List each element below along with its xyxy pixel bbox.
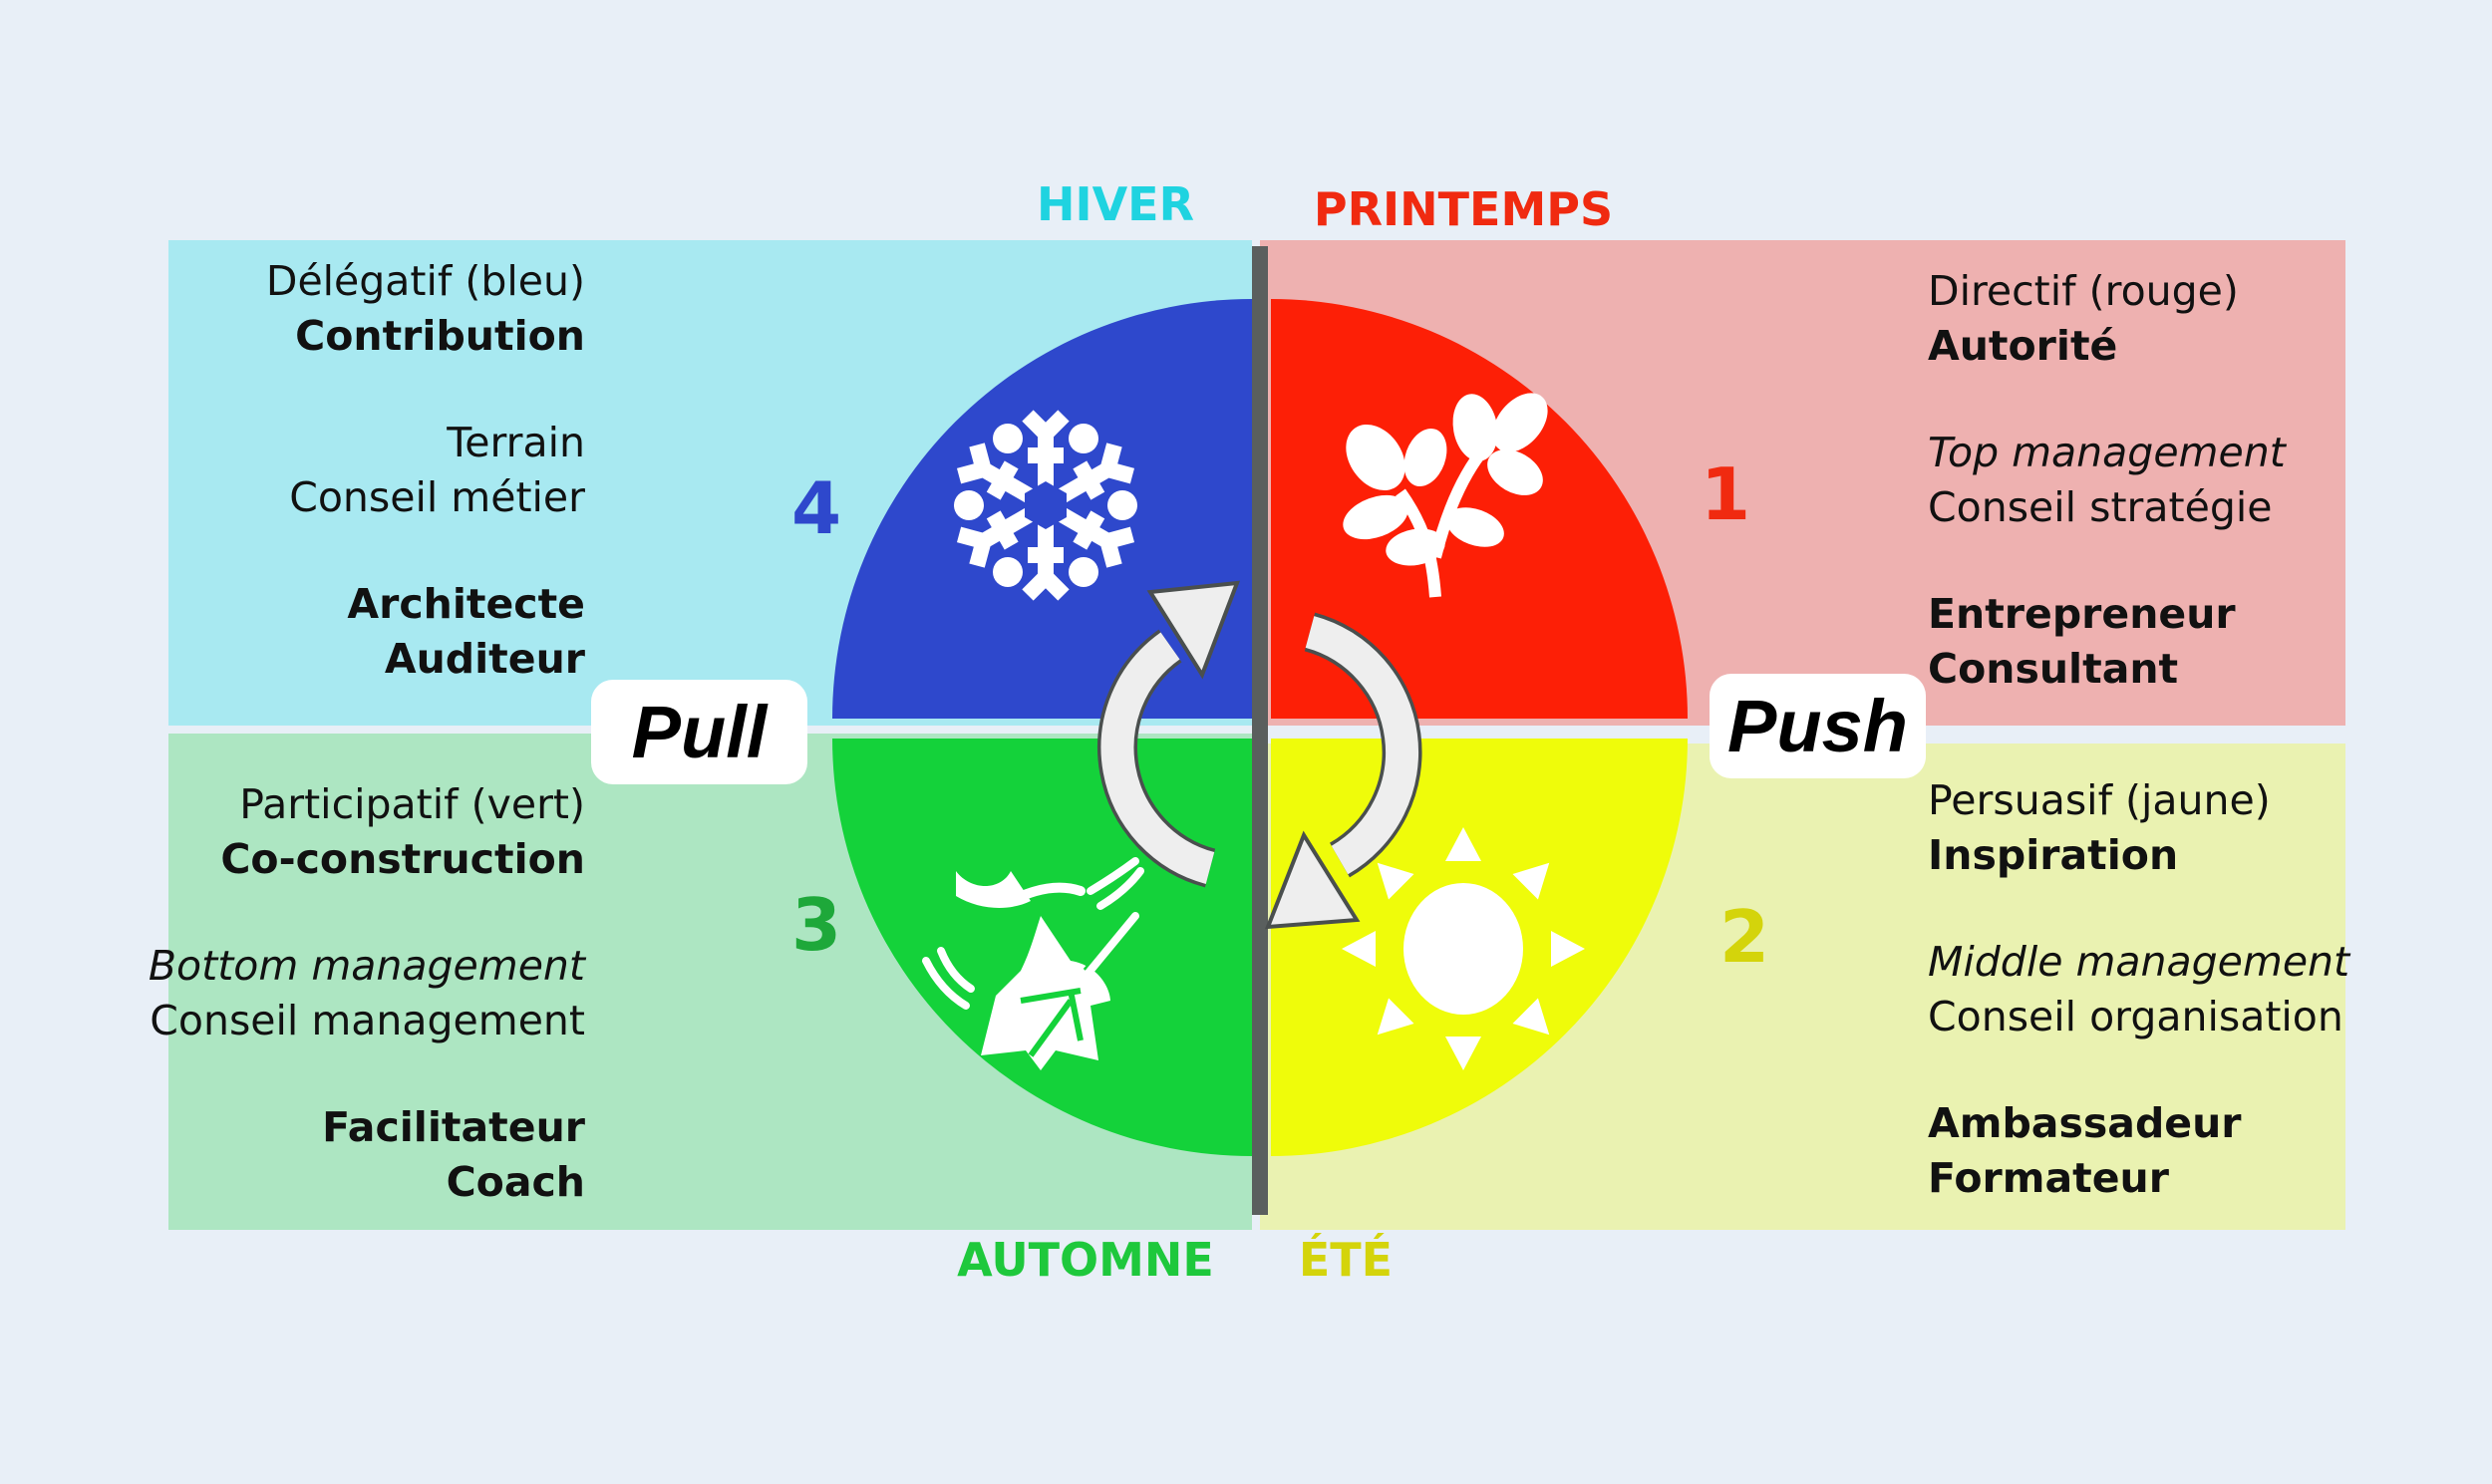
role: Entrepreneur	[1928, 590, 2236, 638]
role: Coach	[446, 1158, 585, 1206]
role: Ambassadeur	[1928, 1099, 2242, 1147]
level: Top management	[1928, 429, 2286, 476]
style-label: Délégatif (bleu)	[265, 257, 585, 305]
season-autumn-label: AUTOMNE	[957, 1233, 1214, 1287]
text-yellow: Persuasif (jaune) Inspiration Middle mana…	[1928, 773, 2349, 1258]
snowflake-icon	[954, 410, 1137, 595]
role: Auditeur	[384, 635, 585, 683]
keyword: Contribution	[295, 312, 585, 360]
quadrant-number-3: 3	[790, 883, 842, 967]
level: Bottom management	[148, 942, 585, 990]
role: Consultant	[1928, 645, 2179, 693]
sun-icon	[1342, 827, 1585, 1070]
keyword: Co-construction	[220, 835, 585, 883]
season-summer-label: ÉTÉ	[1298, 1233, 1394, 1287]
quadrant-number-4: 4	[790, 466, 842, 550]
cycle-arrows-icon	[1097, 580, 1422, 930]
season-winter-label: HIVER	[1036, 177, 1195, 231]
role: Formateur	[1928, 1154, 2169, 1202]
text-green: Participatif (vert) Co-construction Botto…	[149, 777, 585, 1262]
quadrant-number-1: 1	[1700, 452, 1751, 536]
level: Middle management	[1928, 938, 2350, 986]
style-label: Persuasif (jaune)	[1928, 776, 2271, 824]
push-tag: Push	[1710, 674, 1926, 778]
consulting-type: Conseil métier	[289, 473, 585, 521]
falling-leaf-icon	[922, 857, 1144, 1070]
consulting-type: Conseil stratégie	[1928, 483, 2273, 531]
sprout-icon	[1343, 393, 1548, 598]
style-label: Directif (rouge)	[1928, 267, 2239, 315]
consulting-type: Conseil organisation	[1928, 993, 2343, 1040]
role: Architecte	[347, 580, 585, 628]
quadrant-red	[1271, 299, 1688, 719]
level: Terrain	[447, 419, 585, 466]
season-spring-label: PRINTEMPS	[1313, 182, 1614, 236]
quadrant-number-2: 2	[1718, 895, 1770, 979]
divider-bar	[1252, 246, 1268, 1215]
style-label: Participatif (vert)	[239, 780, 585, 828]
keyword: Autorité	[1928, 322, 2118, 370]
role: Facilitateur	[322, 1103, 585, 1151]
consulting-type: Conseil management	[150, 997, 585, 1044]
pull-tag: Pull	[591, 680, 807, 784]
keyword: Inspiration	[1928, 831, 2179, 879]
